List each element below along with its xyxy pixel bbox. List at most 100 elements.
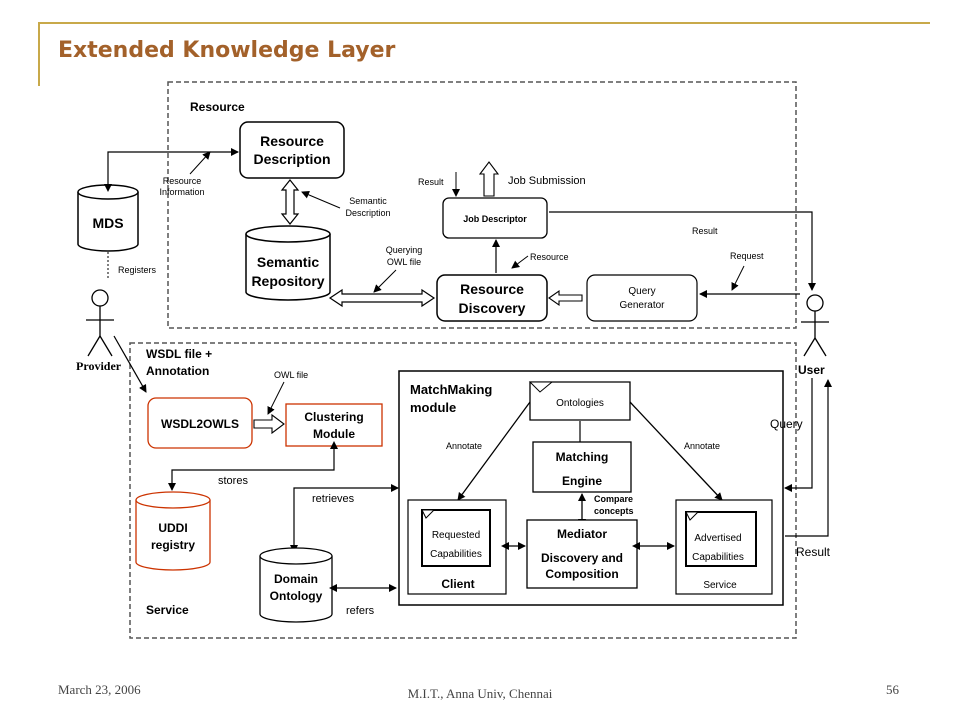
- query-label: Query: [770, 417, 803, 431]
- requested-line1: Requested: [432, 530, 480, 541]
- uddi-line1: UDDI: [158, 521, 187, 535]
- clustering-line1: Clustering: [304, 410, 363, 424]
- ontologies-label: Ontologies: [556, 398, 604, 409]
- mediator-line1: Mediator: [557, 527, 607, 541]
- repository-discovery-double-arrow: [328, 288, 436, 308]
- service-region: [129, 342, 797, 639]
- service-box-label: Service: [703, 580, 737, 591]
- resource-information-line1: Resource: [163, 176, 202, 186]
- page-number: 56: [886, 682, 899, 697]
- resource-mid-label: Resource: [530, 252, 569, 262]
- annotate-right-arrow: [629, 401, 723, 501]
- user-query-arrow: [784, 378, 813, 492]
- provider-label: Provider: [76, 359, 122, 373]
- semantic-repository-line1: Semantic: [257, 254, 319, 270]
- generator-discovery-arrow: [548, 289, 583, 307]
- provider-actor: [86, 289, 114, 357]
- ontologies-box: [529, 381, 631, 421]
- requested-line2: Capabilities: [430, 549, 482, 560]
- result-top-label: Result: [418, 177, 444, 187]
- retrieves-label: retrieves: [312, 493, 355, 505]
- footer-date: March 23, 2006: [58, 682, 141, 697]
- result-right-label: Result: [692, 226, 718, 236]
- semantic-description-pointer: [301, 191, 341, 209]
- owl-file-label: OWL file: [274, 370, 308, 380]
- provider-to-wsdl-arrow: [113, 335, 147, 393]
- wsdl-annotation-line2: Annotation: [146, 364, 209, 378]
- requested-doc-fold: [421, 509, 436, 519]
- advertised-capabilities-doc: [685, 511, 757, 567]
- mediator-line3: Composition: [545, 567, 618, 581]
- stores-arrow: [168, 441, 338, 491]
- resource-discovery-box: [436, 274, 548, 322]
- clustering-line2: Module: [313, 427, 355, 441]
- domain-ontology-cylinder: [259, 547, 333, 623]
- mds-label: MDS: [92, 215, 123, 231]
- request-pointer: [731, 265, 745, 291]
- resource-discovery-line2: Discovery: [459, 300, 526, 316]
- job-to-user-arrow: [549, 211, 816, 291]
- semantic-repository-line2: Repository: [251, 273, 324, 289]
- matching-line2: Engine: [562, 474, 602, 488]
- annotate-left-label: Annotate: [446, 441, 482, 451]
- querying-owl-line1: Querying: [386, 245, 423, 255]
- request-label: Request: [730, 251, 764, 261]
- registers-label: Registers: [118, 265, 157, 275]
- slide-title: Extended Knowledge Layer: [58, 38, 396, 63]
- owl-file-pointer: [267, 381, 285, 415]
- left-rule: [38, 22, 40, 86]
- matching-engine-box: [532, 441, 632, 493]
- annotate-left-arrow: [457, 401, 531, 501]
- job-submission-label: Job Submission: [508, 175, 586, 187]
- resource-information-line2: Information: [159, 187, 204, 197]
- mediator-box: [526, 519, 638, 589]
- query-generator-line1: Query: [628, 286, 655, 297]
- resource-description-line1: Resource: [260, 133, 324, 149]
- resource-region-label: Resource: [190, 100, 245, 114]
- query-generator-box: [586, 274, 698, 322]
- matching-line1: Matching: [556, 450, 609, 464]
- mds-to-description-arrow: [104, 148, 239, 192]
- query-generator-line2: Generator: [619, 300, 665, 311]
- matchmaking-line2: module: [410, 400, 456, 415]
- uddi-line2: registry: [151, 538, 195, 552]
- matchmaking-line1: MatchMaking: [410, 382, 492, 397]
- result-label: Result: [796, 545, 831, 559]
- resource-label-pointer: [511, 255, 529, 269]
- resource-information-pointer: [189, 151, 211, 175]
- top-rule: [40, 22, 930, 24]
- advertised-line1: Advertised: [694, 533, 741, 544]
- semantic-description-line1: Semantic: [349, 196, 387, 206]
- job-descriptor-label: Job Descriptor: [463, 214, 527, 224]
- ontologies-fold: [528, 381, 554, 393]
- mediator-line2: Discovery and: [541, 551, 623, 565]
- user-actor: [801, 294, 829, 357]
- advertised-doc-fold: [685, 511, 700, 521]
- client-label: Client: [441, 577, 474, 591]
- uddi-registry-cylinder: [135, 491, 211, 571]
- querying-owl-line2: OWL file: [387, 257, 421, 267]
- annotate-right-label: Annotate: [684, 441, 720, 451]
- mds-cylinder: [77, 184, 139, 252]
- resource-region: [167, 81, 797, 329]
- clustering-module-box: [285, 403, 383, 447]
- domain-ontology-line1: Domain: [274, 572, 318, 586]
- job-submission-arrow: [478, 161, 500, 197]
- retrieves-arrow: [290, 484, 399, 553]
- resource-description-box: [239, 121, 345, 179]
- job-descriptor-box: [442, 197, 548, 239]
- service-region-label: Service: [146, 603, 189, 617]
- domain-ontology-line2: Ontology: [270, 589, 323, 603]
- querying-owl-pointer: [373, 269, 397, 293]
- wsdl2owls-label: WSDL2OWLS: [161, 417, 239, 431]
- resource-discovery-line1: Resource: [460, 281, 524, 297]
- footer-center: M.I.T., Anna Univ, Chennai: [407, 686, 553, 701]
- result-to-user-arrow: [785, 379, 832, 537]
- semantic-repository-cylinder: [245, 225, 331, 301]
- wsdl-annotation-line1: WSDL file +: [146, 347, 212, 361]
- semantic-description-line2: Description: [345, 208, 390, 218]
- compare-concepts-line1: Compare: [594, 494, 633, 504]
- wsdl-to-cluster-arrow: [253, 413, 285, 435]
- refers-label: refers: [346, 605, 375, 617]
